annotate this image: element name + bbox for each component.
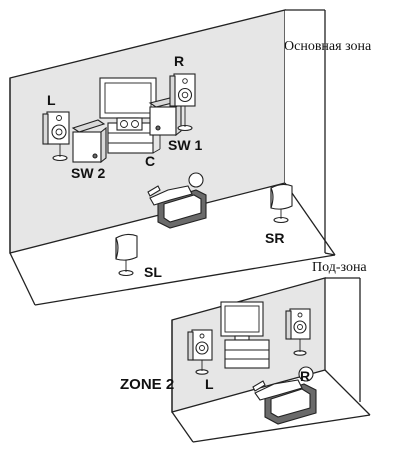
main-zone-tv	[99, 77, 157, 124]
main-zone-listener	[147, 172, 207, 229]
sub-zone-label-right: R	[300, 368, 310, 384]
main-zone-title: Основная зона	[284, 39, 372, 54]
surround-left-speaker	[115, 233, 138, 277]
front-right-speaker	[169, 73, 196, 132]
label-center: C	[145, 153, 155, 169]
label-front-right: R	[174, 53, 184, 69]
label-surround-left: SL	[144, 264, 162, 280]
sub-zone-left-speaker	[187, 329, 213, 375]
label-surround-right: SR	[265, 230, 284, 246]
sub-zone-right-speaker	[285, 308, 311, 356]
sub-zone-tv	[220, 301, 264, 341]
sub-zone-label-left: L	[205, 376, 214, 392]
subwoofer-2	[71, 119, 107, 164]
label-subwoofer-2: SW 2	[71, 165, 105, 181]
surround-right-speaker	[270, 183, 293, 224]
sub-zone-rack	[224, 339, 270, 369]
label-front-left: L	[47, 92, 56, 108]
sub-zone-title: Под-зона	[312, 260, 367, 275]
label-subwoofer-1: SW 1	[168, 137, 202, 153]
sub-zone-listener	[252, 366, 317, 425]
front-left-speaker	[42, 111, 70, 162]
zone-2-label: ZONE 2	[120, 376, 174, 393]
center-speaker	[116, 117, 143, 131]
